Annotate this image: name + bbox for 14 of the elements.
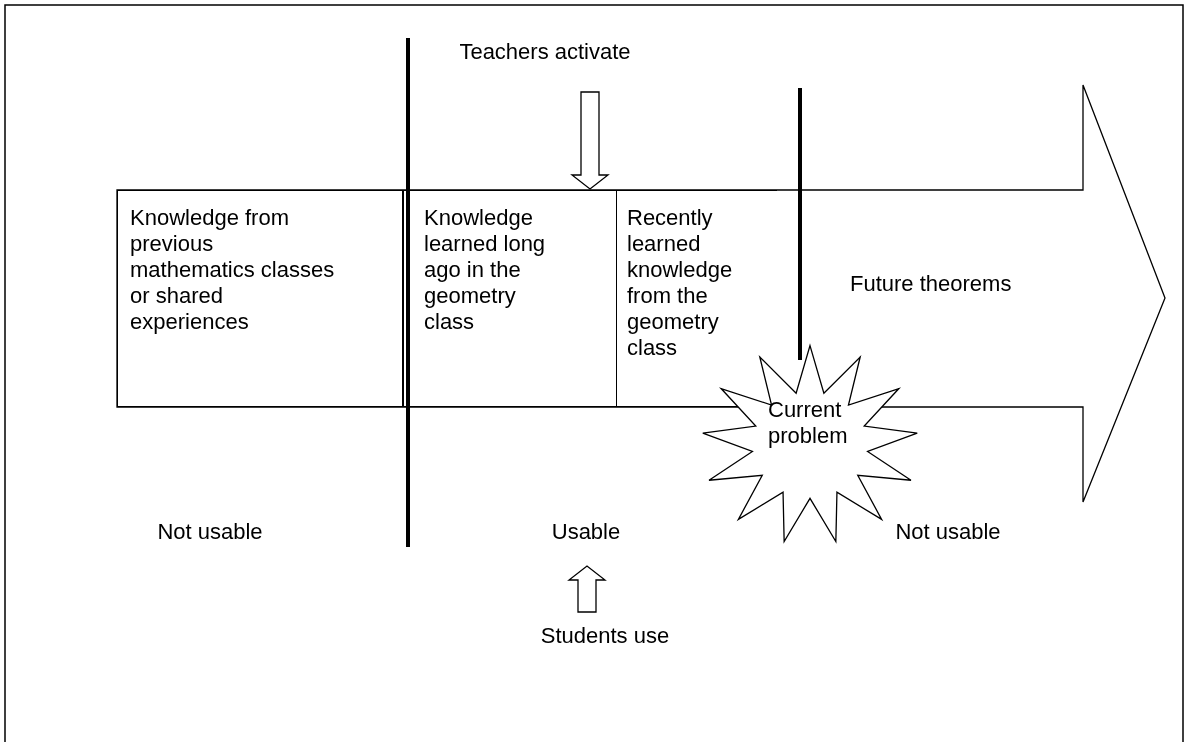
hollow-arrow	[567, 565, 607, 613]
box-text: Knowledge learned long ago in the geometry class	[424, 205, 547, 335]
arrow-label: Future theorems	[850, 271, 1012, 297]
annotation-text: Usable	[550, 519, 622, 545]
annotation-text: Students use	[539, 623, 671, 649]
annotation-text: Teachers activate	[458, 39, 632, 65]
box-text: Knowledge from previous mathematics classes or shared experiences	[130, 205, 335, 335]
starburst-label: Current problem	[768, 397, 849, 449]
box-text: Recently learned knowledge from the geometry class	[627, 205, 734, 361]
knowledge-box	[117, 190, 403, 407]
zone-label: Not usable	[156, 519, 264, 545]
hollow-arrow	[570, 91, 610, 190]
knowledge-box	[403, 190, 617, 407]
zone-label: Not usable	[894, 519, 1002, 545]
